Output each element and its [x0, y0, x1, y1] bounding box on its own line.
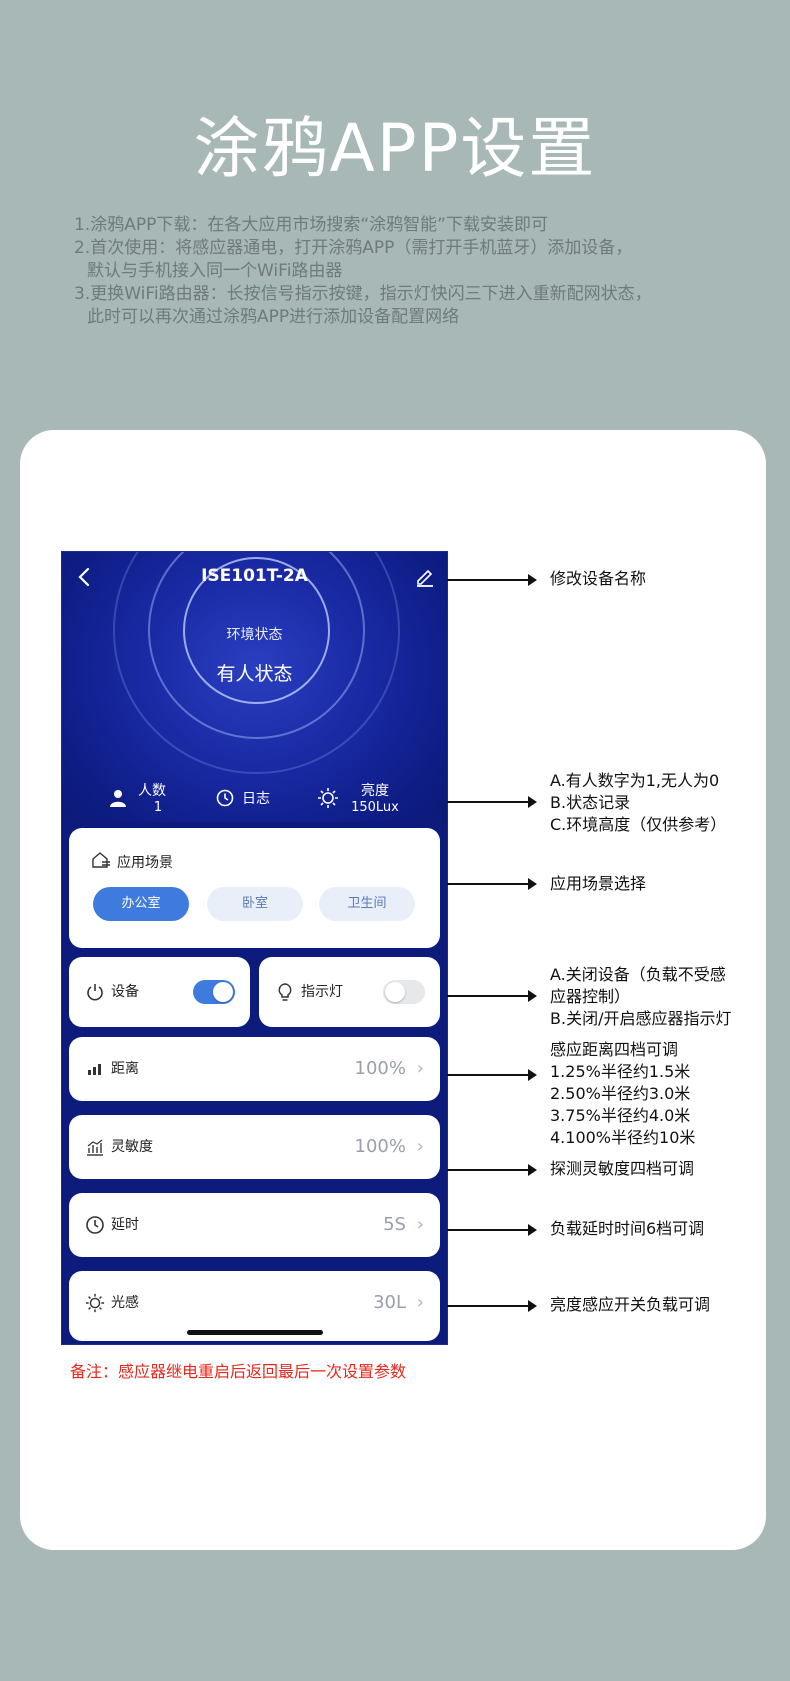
annotation-delay: 负载延时时间6档可调: [550, 1219, 705, 1238]
annotation-line: A.有人数字为1,无人为0: [550, 771, 720, 790]
radar-ring: [183, 557, 330, 704]
stat-people-label: 人数: [138, 783, 166, 799]
device-name: ISE101T-2A: [201, 566, 308, 586]
annotation-line: B.状态记录: [550, 793, 631, 812]
annotation-toggles: A.关闭设备（负载不受感 应器控制） B.关闭/开启感应器指示灯: [550, 964, 731, 1030]
annotation-line: 1.25%半径约1.5米: [550, 1062, 691, 1081]
instruction-line: 2.首次使用：将感应器通电，打开涂鸦APP（需打开手机蓝牙）添加设备，: [74, 238, 633, 258]
light-label: 光感: [111, 1295, 139, 1311]
device-toggle-panel: 设备: [69, 957, 250, 1027]
distance-row[interactable]: 距离 100% ›: [69, 1037, 440, 1101]
annotation-line: B.关闭/开启感应器指示灯: [550, 1009, 732, 1028]
annotation-arrow: [447, 1069, 537, 1081]
light-row[interactable]: 光感 30L ›: [69, 1271, 440, 1341]
bulb-icon: [275, 982, 295, 1002]
annotation-line: 3.75%半径约4.0米: [550, 1106, 691, 1125]
stat-people-value: 1: [153, 800, 163, 815]
stat-brightness[interactable]: 亮度 150Lux: [347, 780, 403, 815]
chevron-right-icon: ›: [416, 1214, 424, 1235]
scene-option-bathroom[interactable]: 卫生间: [319, 887, 415, 921]
stat-brightness-value: 150Lux: [351, 800, 399, 815]
stat-people[interactable]: 人数 1: [138, 780, 178, 815]
annotation-rename: 修改设备名称: [550, 569, 647, 588]
toggle-knob: [385, 982, 405, 1002]
scene-option-bedroom[interactable]: 卧室: [207, 887, 303, 921]
indicator-toggle-label: 指示灯: [301, 984, 343, 1000]
stat-log[interactable]: 日志: [242, 791, 270, 807]
scene-title: 应用场景: [117, 855, 173, 871]
chevron-right-icon: ›: [416, 1292, 424, 1313]
person-icon: [108, 788, 128, 812]
annotation-line: 应器控制）: [550, 987, 631, 1006]
sun-icon: [317, 787, 339, 813]
signal-bars-icon: [85, 1059, 105, 1079]
annotation-sensitivity: 探测灵敏度四档可调: [550, 1159, 695, 1178]
annotation-arrow: [447, 878, 537, 890]
annotation-line: 2.50%半径约3.0米: [550, 1084, 691, 1103]
annotation-arrow: [447, 1164, 537, 1176]
scene-panel: 应用场景 办公室 卧室 卫生间: [69, 828, 440, 948]
app-screenshot: ISE101T-2A 环境状态 有人状态 人数 1 日志 亮度 150Lux 应…: [61, 551, 448, 1345]
light-value: 30L: [373, 1292, 406, 1313]
power-icon: [85, 982, 105, 1002]
annotation-light: 亮度感应开关负载可调: [550, 1295, 711, 1314]
distance-value: 100%: [354, 1058, 406, 1079]
instruction-line: 3.更换WiFi路由器：长按信号指示按键，指示灯快闪三下进入重新配网状态，: [74, 284, 652, 304]
annotation-line: C.环境高度（仅供参考）: [550, 815, 727, 834]
clock-icon: [216, 789, 234, 811]
annotation-line: 感应距离四档可调: [550, 1040, 679, 1059]
toggle-knob: [213, 982, 233, 1002]
sun-icon: [85, 1293, 105, 1313]
delay-value: 5S: [383, 1214, 406, 1235]
annotation-arrow: [447, 1300, 537, 1312]
chevron-right-icon: ›: [416, 1136, 424, 1157]
back-chevron-icon[interactable]: [72, 564, 98, 590]
note-text: 备注：感应器继电重启后返回最后一次设置参数: [70, 1362, 407, 1381]
annotation-arrow: [447, 990, 537, 1002]
env-status-value: 有人状态: [216, 663, 293, 685]
annotation-arrow: [447, 1224, 537, 1236]
instruction-line: 默认与手机接入同一个WiFi路由器: [87, 261, 343, 281]
distance-label: 距离: [111, 1061, 139, 1077]
annotation-stats: A.有人数字为1,无人为0 B.状态记录 C.环境高度（仅供参考）: [550, 770, 726, 836]
annotation-scene: 应用场景选择: [550, 874, 647, 893]
device-toggle-label: 设备: [111, 984, 139, 1000]
indicator-toggle-panel: 指示灯: [259, 957, 440, 1027]
delay-label: 延时: [111, 1217, 139, 1233]
chart-icon: [85, 1137, 105, 1157]
instruction-line: 1.涂鸦APP下载：在各大应用市场搜索“涂鸦智能”下载安装即可: [74, 215, 548, 235]
clock-icon: [85, 1215, 105, 1235]
scene-option-office[interactable]: 办公室: [93, 887, 189, 921]
env-status-label: 环境状态: [226, 627, 283, 643]
device-toggle-switch[interactable]: [193, 980, 235, 1004]
delay-row[interactable]: 延时 5S ›: [69, 1193, 440, 1257]
annotation-arrow: [447, 796, 537, 808]
instructions: 1.涂鸦APP下载：在各大应用市场搜索“涂鸦智能”下载安装即可 2.首次使用：将…: [74, 214, 754, 329]
sensitivity-row[interactable]: 灵敏度 100% ›: [69, 1115, 440, 1179]
stat-brightness-label: 亮度: [361, 783, 389, 799]
sensitivity-label: 灵敏度: [111, 1139, 153, 1155]
annotation-arrow: [447, 574, 537, 586]
annotation-line: 4.100%半径约10米: [550, 1128, 696, 1147]
chevron-right-icon: ›: [416, 1058, 424, 1079]
instruction-line: 此时可以再次通过涂鸦APP进行添加设备配置网络: [87, 307, 460, 327]
home-list-icon: [91, 850, 111, 870]
annotation-distance: 感应距离四档可调 1.25%半径约1.5米 2.50%半径约3.0米 3.75%…: [550, 1039, 695, 1149]
home-indicator: [187, 1330, 323, 1335]
indicator-toggle-switch[interactable]: [383, 980, 425, 1004]
annotation-line: A.关闭设备（负载不受感: [550, 965, 726, 984]
edit-pencil-icon[interactable]: [414, 566, 436, 588]
page-title: 涂鸦APP设置: [193, 110, 597, 187]
sensitivity-value: 100%: [354, 1136, 406, 1157]
